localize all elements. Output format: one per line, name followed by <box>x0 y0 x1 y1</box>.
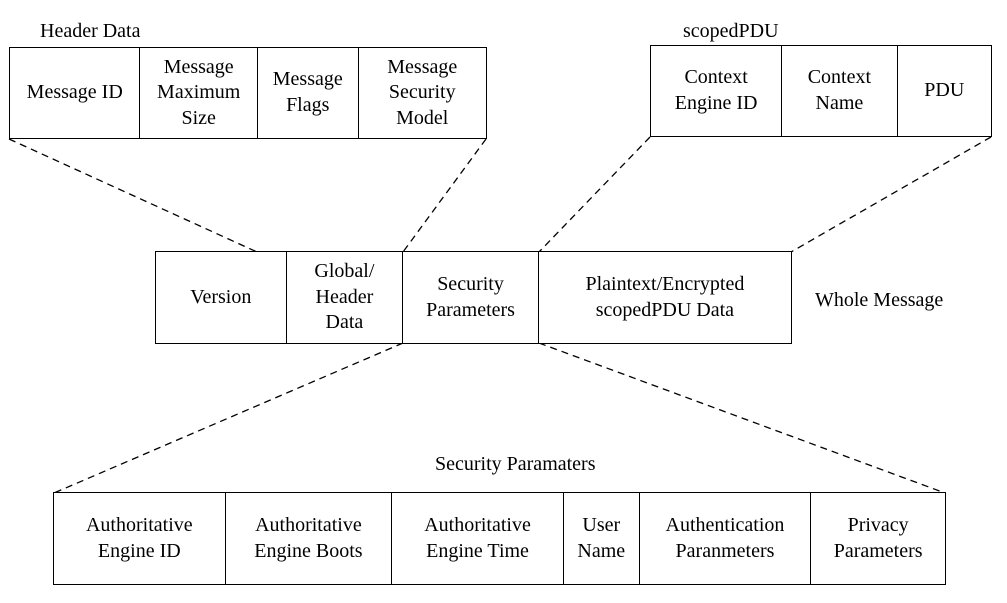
security-parameters-connector-left <box>53 342 404 494</box>
message-maximum-size-field: Message Maximum Size <box>140 48 258 138</box>
authoritative-engine-boots-field: Authoritative Engine Boots <box>226 493 393 584</box>
pdu-field: PDU <box>924 79 965 102</box>
header-data-row: Message ID Message Maximum Size Message … <box>9 47 487 139</box>
header-data-connector-left <box>8 138 258 253</box>
authentication-parameters-field: Authentication Paranmeters <box>640 493 812 584</box>
scoped-pdu-row: Context Engine ID Context Name PDU <box>650 45 992 137</box>
security-parameters-title: Security Paramaters <box>435 453 596 475</box>
scoped-pdu-title: scopedPDU <box>683 20 779 42</box>
security-parameters-connector-right <box>538 342 946 494</box>
context-engine-id-field: Context Engine ID <box>651 46 783 136</box>
user-name-field: User Name <box>564 493 640 584</box>
global-header-data-field: Global/ Header Data <box>287 252 404 343</box>
message-id-field: Message ID <box>10 48 141 138</box>
message-security-model-field: Message Security Model <box>387 55 458 129</box>
security-parameters-field: Security Parameters <box>403 252 539 343</box>
security-parameters-row: Authoritative Engine ID Authoritative En… <box>53 492 946 585</box>
privacy-parameters-field: Privacy Parameters <box>833 513 923 562</box>
context-name-field: Context Name <box>782 46 898 136</box>
whole-message-row: Version Global/ Header Data Security Par… <box>155 251 792 344</box>
scoped-pdu-connector-right <box>790 136 992 253</box>
message-flags-field: Message Flags <box>258 48 359 138</box>
header-data-connector-right <box>402 138 487 253</box>
header-data-title: Header Data <box>40 20 141 42</box>
authoritative-engine-time-field: Authoritative Engine Time <box>392 493 564 584</box>
authoritative-engine-id-field: Authoritative Engine ID <box>54 493 226 584</box>
scoped-pdu-data-field: Plaintext/Encrypted scopedPDU Data <box>585 272 745 321</box>
scoped-pdu-connector-left <box>538 136 651 253</box>
version-field: Version <box>156 252 287 343</box>
whole-message-title: Whole Message <box>815 289 944 311</box>
